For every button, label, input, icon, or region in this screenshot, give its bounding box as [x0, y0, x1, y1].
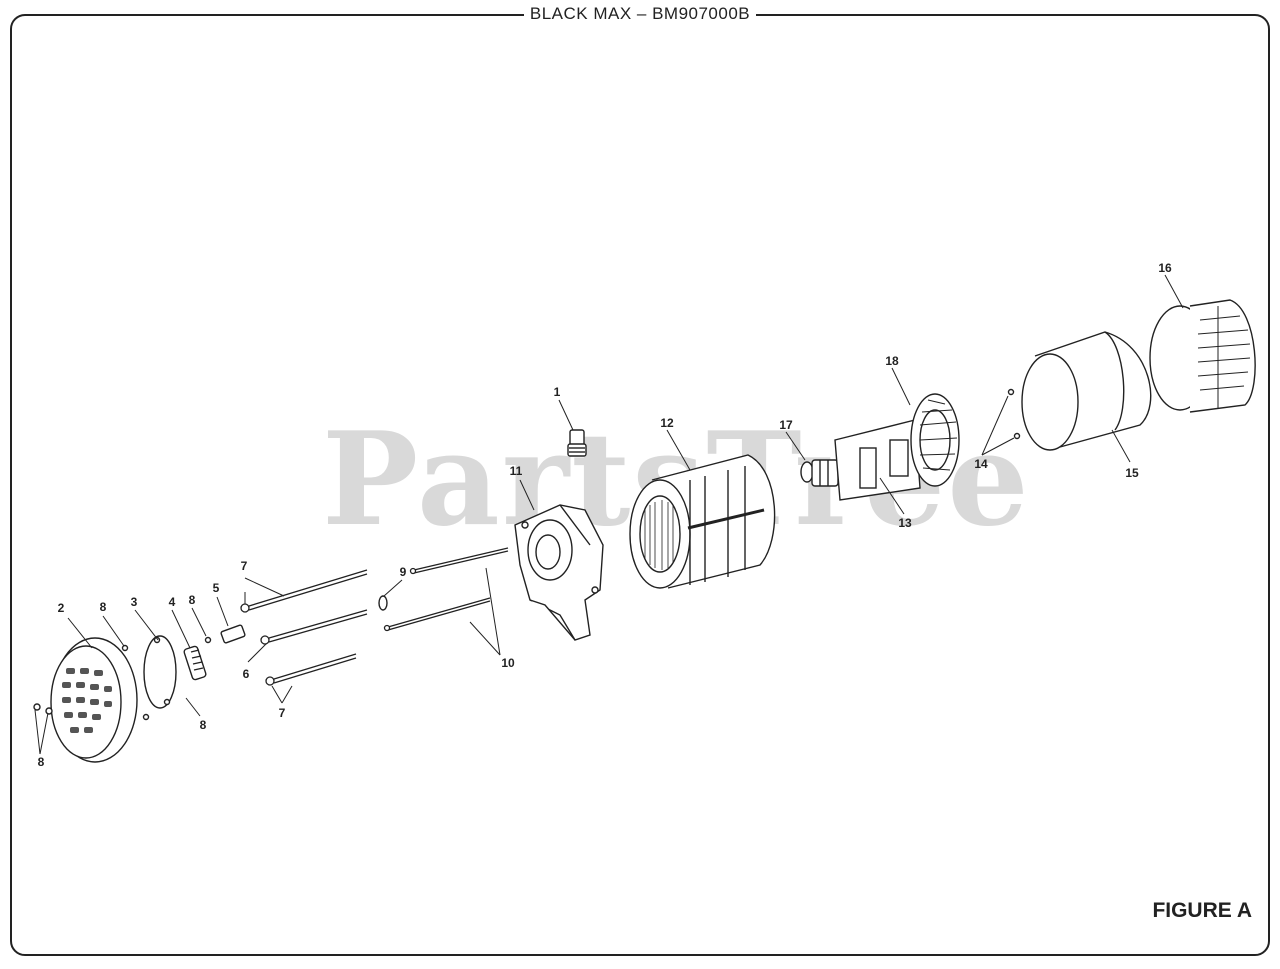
callout-13: 13 [898, 516, 912, 530]
callout-10: 10 [501, 656, 515, 670]
stator-part [629, 454, 776, 589]
rotor-part [800, 393, 960, 501]
end-cover-part [50, 637, 138, 763]
brush-holder-part [183, 645, 207, 681]
diagram-title: BLACK MAX – BM907000B [0, 4, 1280, 24]
rotor-screw-part [1007, 388, 1015, 396]
callout-7b: 7 [278, 706, 286, 720]
fitting-part [567, 429, 587, 457]
callout-1: 1 [553, 385, 561, 399]
callout-8b: 8 [188, 593, 196, 607]
callout-18: 18 [885, 354, 899, 368]
callout-8a: 8 [99, 600, 107, 614]
callout-17: 17 [779, 418, 793, 432]
callout-15: 15 [1125, 466, 1139, 480]
callout-12: 12 [660, 416, 674, 430]
callout-8c: 8 [199, 718, 207, 732]
callout-6: 6 [242, 667, 250, 681]
cover-screws-part [33, 644, 150, 721]
callout-16: 16 [1158, 261, 1172, 275]
callout-8d: 8 [37, 755, 45, 769]
callout-3: 3 [130, 595, 138, 609]
callout-7a: 7 [240, 559, 248, 573]
through-bolts-part [240, 547, 509, 686]
brush-plate-part [143, 635, 177, 709]
clip-part [220, 624, 246, 644]
callout-5: 5 [212, 581, 220, 595]
bearing-bracket-part [514, 504, 604, 641]
rotor-screw-part-2 [1013, 432, 1021, 440]
leader-lines [34, 274, 1184, 755]
figure-label: FIGURE A [1152, 899, 1252, 922]
holder-screw-part [204, 636, 212, 644]
callout-9: 9 [399, 565, 407, 579]
cylinder-cover-part [1021, 331, 1152, 451]
fan-guard-part [1149, 299, 1256, 413]
callout-14: 14 [974, 457, 988, 471]
callout-2: 2 [57, 601, 65, 615]
callout-4: 4 [168, 595, 176, 609]
callout-11: 11 [509, 464, 523, 478]
washer-part [378, 595, 388, 611]
